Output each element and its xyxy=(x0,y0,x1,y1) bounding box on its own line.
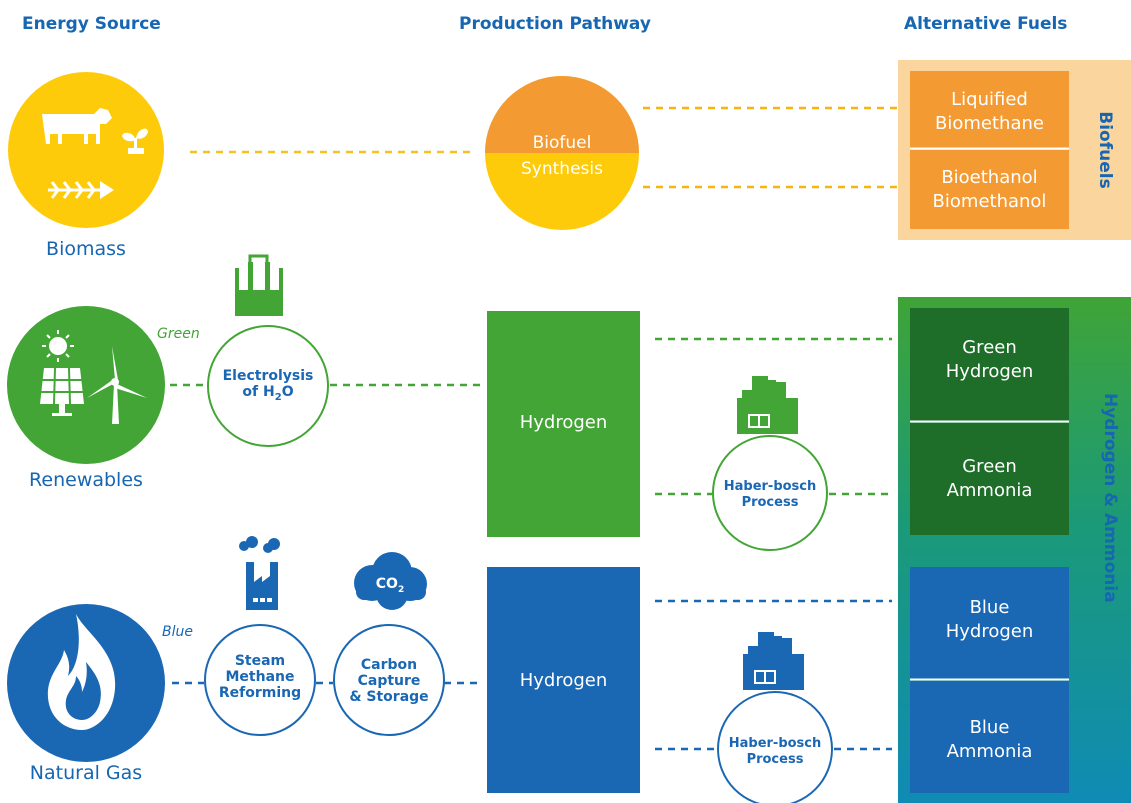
tag-green: Green xyxy=(157,326,200,342)
biofuel-line2: Synthesis xyxy=(521,159,603,179)
electrolysis-icon xyxy=(235,254,283,316)
fishbone-icon xyxy=(48,181,114,199)
solar-panel-icon xyxy=(40,367,84,416)
haber-green-label: Haber-bosch Process xyxy=(713,479,827,511)
hydrogen-blue-box xyxy=(487,567,640,793)
liquified-box xyxy=(910,71,1069,148)
flame-icon xyxy=(47,614,116,730)
green-h2-box xyxy=(910,308,1069,421)
hydrogen-blue-label: Hydrogen xyxy=(519,670,608,691)
renewables-circle xyxy=(7,306,165,464)
blue-h2-box xyxy=(910,567,1069,679)
tag-blue: Blue xyxy=(162,624,193,640)
biofuel-line1: Biofuel xyxy=(532,133,592,153)
biofuel-synthesis-label: Biofuel Synthesis xyxy=(485,130,639,182)
ccs-line3: & Storage xyxy=(349,689,429,705)
smr-line3: Reforming xyxy=(218,685,302,701)
hydrogen-green-box xyxy=(487,311,640,537)
green-ammonia-box xyxy=(910,423,1069,535)
label-biomass: Biomass xyxy=(46,238,126,260)
co2-label: CO2 xyxy=(375,576,405,595)
biofuels-group-label: Biofuels xyxy=(1095,111,1115,189)
smr-line1: Steam xyxy=(234,653,286,669)
header-production-pathway: Production Pathway xyxy=(459,14,651,34)
smr-circle xyxy=(204,624,316,736)
ccs-line1: Carbon xyxy=(360,657,418,673)
label-natural-gas: Natural Gas xyxy=(29,762,143,784)
biofuel-circle-top xyxy=(485,76,639,153)
bioethanol-box xyxy=(910,150,1069,229)
cow-icon xyxy=(42,108,112,144)
h2-group-label: Hydrogen & Ammonia xyxy=(1100,393,1120,603)
blue-ammonia-box xyxy=(910,681,1069,793)
smr-label: Steam Methane Reforming xyxy=(205,653,315,701)
ccs-label: Carbon Capture & Storage xyxy=(334,657,444,705)
haber-green-line1: Haber-bosch xyxy=(723,479,817,494)
electrolysis-line2: of H2O xyxy=(242,384,294,403)
electrolysis-circle xyxy=(207,325,329,447)
smr-line2: Methane xyxy=(225,669,295,685)
sprout-icon xyxy=(122,128,148,154)
factory-green-icon xyxy=(737,376,798,434)
haber-blue-label: Haber-bosch Process xyxy=(718,736,832,768)
electrolysis-label: Electrolysis of H2O xyxy=(208,368,328,406)
co2-cloud-icon xyxy=(354,552,427,610)
header-alternative-fuels: Alternative Fuels xyxy=(904,14,1068,34)
haber-blue-line2: Process xyxy=(746,752,804,767)
electrolysis-line1: Electrolysis xyxy=(222,368,314,384)
haber-green-circle xyxy=(712,435,828,551)
biomass-circle xyxy=(8,72,164,228)
factory-smoke-icon xyxy=(239,536,280,610)
header-energy-source: Energy Source xyxy=(22,14,161,34)
electrolysis-sub: 2 xyxy=(274,391,282,403)
ccs-line2: Capture xyxy=(357,673,421,689)
sun-icon xyxy=(42,330,74,362)
label-renewables: Renewables xyxy=(29,469,143,491)
hydrogen-green-label: Hydrogen xyxy=(519,412,608,433)
factory-blue-icon xyxy=(743,632,804,690)
ccs-circle xyxy=(333,624,445,736)
haber-blue-circle xyxy=(717,691,833,803)
haber-green-line2: Process xyxy=(741,495,799,510)
haber-blue-line1: Haber-bosch xyxy=(728,736,822,751)
wind-turbine-icon xyxy=(87,346,147,424)
